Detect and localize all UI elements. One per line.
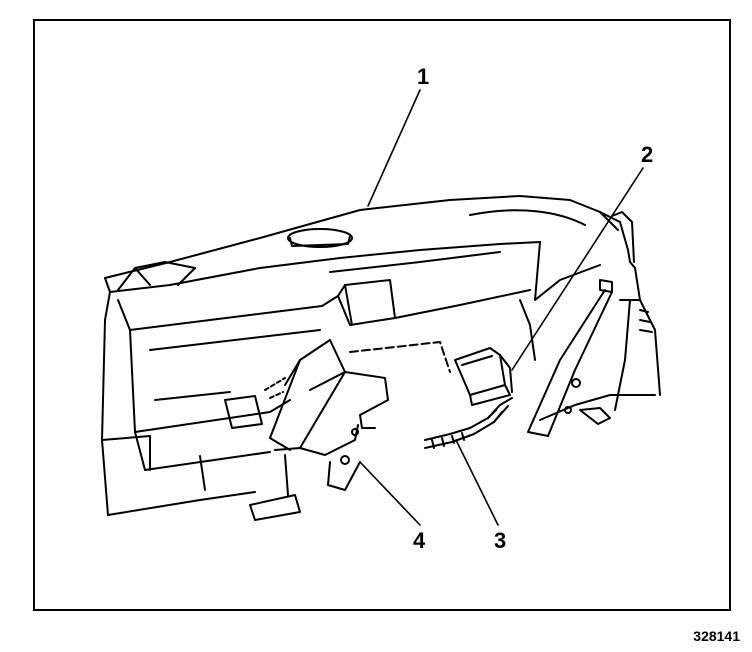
connector-part xyxy=(454,347,513,406)
leader-line-4 xyxy=(359,461,421,526)
leader-line-1 xyxy=(367,89,421,207)
callout-4: 4 xyxy=(413,528,426,553)
leader-line-3 xyxy=(455,439,499,526)
callout-1: 1 xyxy=(417,64,430,89)
callout-2: 2 xyxy=(641,142,654,167)
right-hinge-bracket xyxy=(527,261,661,437)
instrument-panel-part xyxy=(101,195,635,516)
callout-leader-lines xyxy=(359,89,644,526)
leader-line-2 xyxy=(511,167,644,371)
diagram-frame xyxy=(33,19,731,611)
mounting-bracket-part xyxy=(249,339,451,521)
figure-id: 328141 xyxy=(693,628,740,644)
callout-3: 3 xyxy=(494,528,507,553)
wiring-harness-part xyxy=(424,397,513,449)
